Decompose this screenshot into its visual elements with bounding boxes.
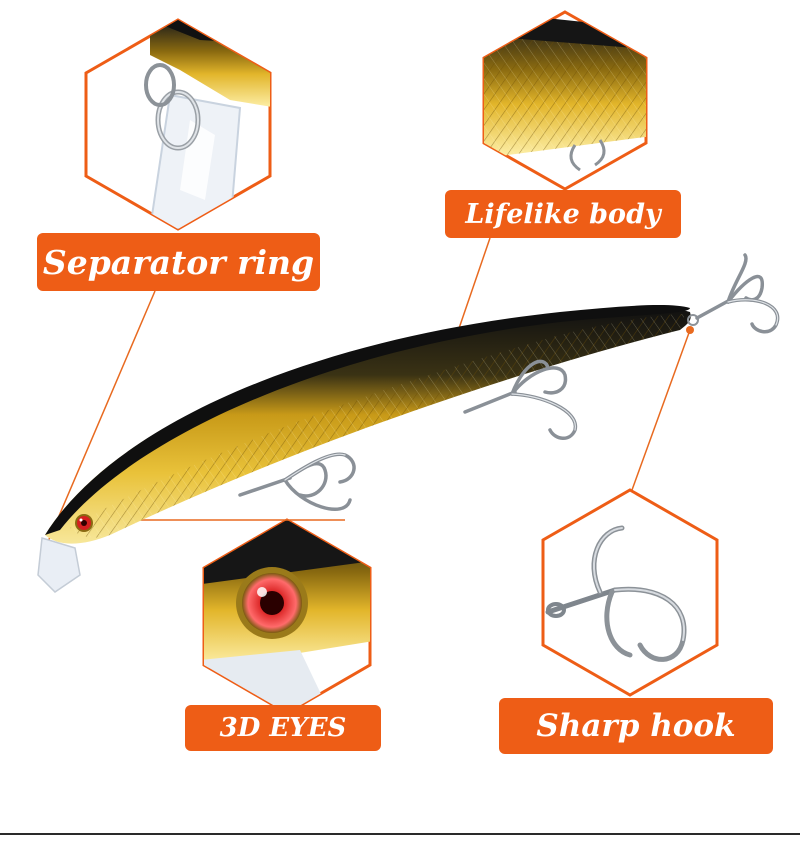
body-scale-closeup-image [482,10,648,191]
treble-hook-tail [695,253,780,334]
treble-hook-front [238,452,356,511]
lure-eye-closeup-image [202,518,372,715]
treble-hook-closeup-image [541,488,719,697]
treble-hook-middle [463,359,577,440]
split-ring-closeup-image [84,18,272,231]
3d-eyes-label: 3D EYES [185,705,381,751]
separator-ring-label: Separator ring [37,233,320,291]
lifelike-body-label: Lifelike body [445,190,681,238]
bottom-divider [0,833,800,835]
lure-lip [37,537,81,593]
sharp-hook-label: Sharp hook [499,698,773,754]
